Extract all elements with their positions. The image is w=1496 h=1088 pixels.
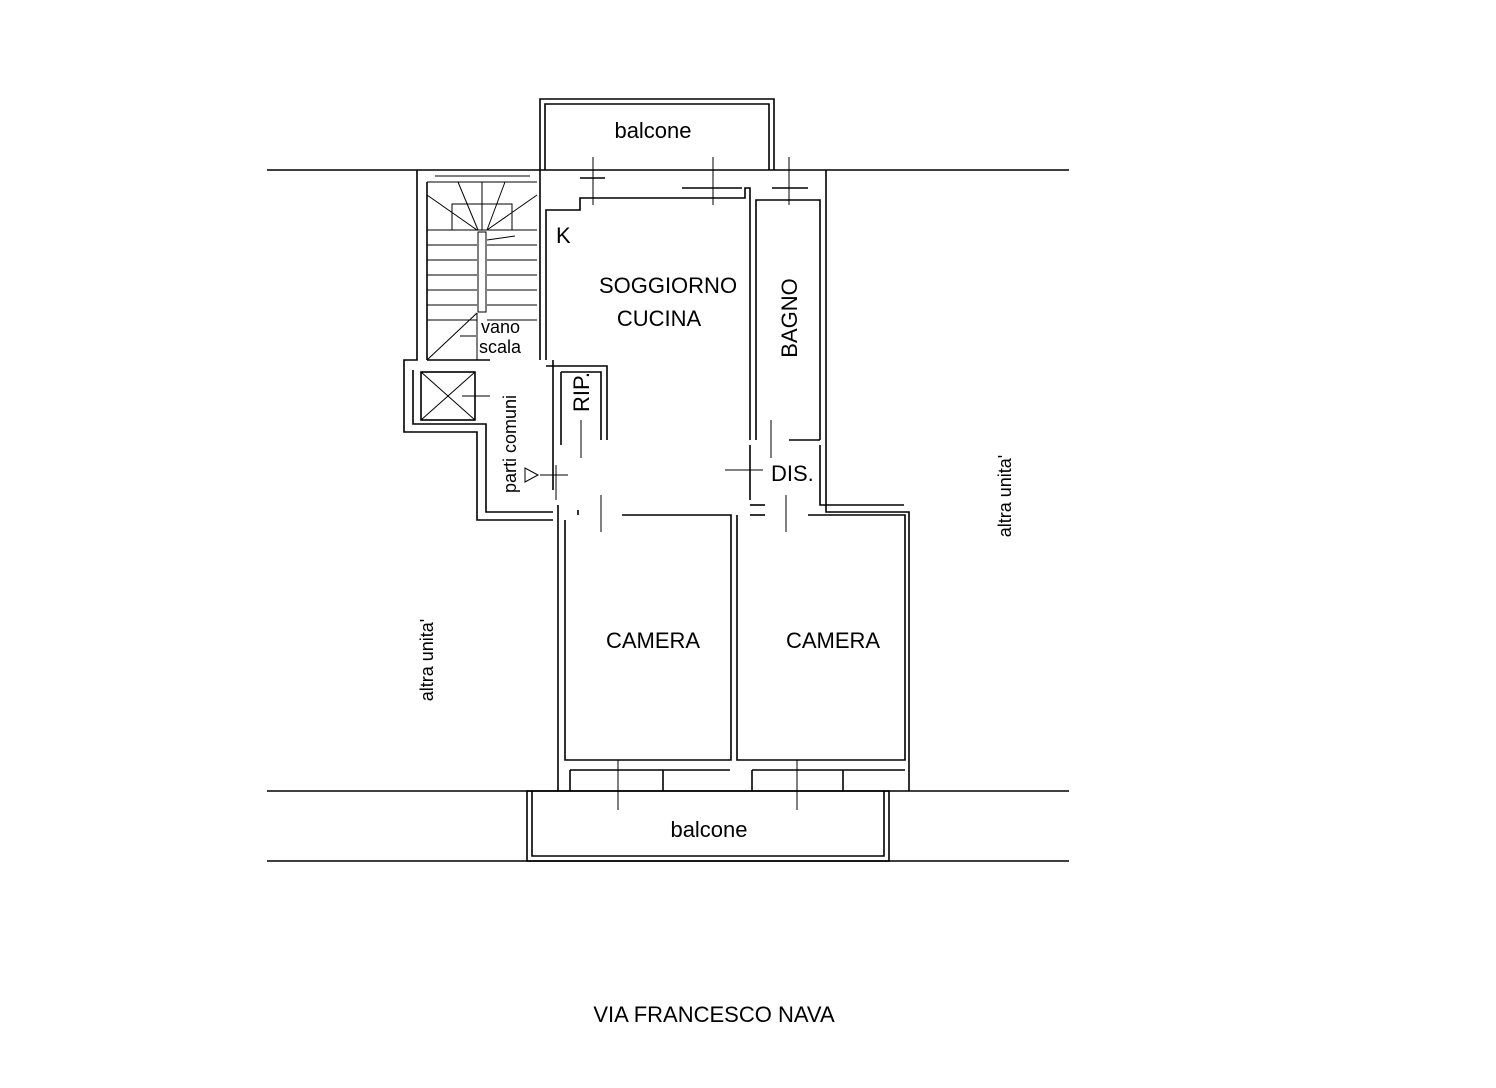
camera-left-label: CAMERA (606, 628, 700, 653)
soggiorno-label: SOGGIORNO (599, 273, 737, 298)
scala-label: scala (479, 337, 522, 357)
stairwell (403, 170, 568, 521)
parti-comuni-label: parti comuni (500, 395, 520, 493)
stair-steps (426, 181, 538, 361)
vano-label: vano (481, 317, 520, 337)
openings (555, 157, 798, 810)
disimpegno-label: DIS. (771, 461, 814, 486)
bagno-label: BAGNO (777, 278, 802, 357)
kitchen-label: K (556, 223, 571, 248)
balcony-top-label: balcone (614, 118, 691, 143)
altra-unita-left-label: altra unita' (417, 619, 437, 702)
balcony-bottom (526, 790, 890, 862)
balcony-bottom-label: balcone (670, 817, 747, 842)
entrance-arrow (524, 467, 540, 483)
street-label: VIA FRANCESCO NAVA (593, 1002, 835, 1027)
cucina-label: CUCINA (617, 306, 702, 331)
ripostiglio-label: RIP. (569, 372, 594, 412)
balcony-top (539, 98, 775, 170)
altra-unita-right-label: altra unita' (995, 455, 1015, 538)
apartment-walls (539, 170, 910, 791)
camera-right-label: CAMERA (786, 628, 880, 653)
elevator (420, 371, 490, 421)
